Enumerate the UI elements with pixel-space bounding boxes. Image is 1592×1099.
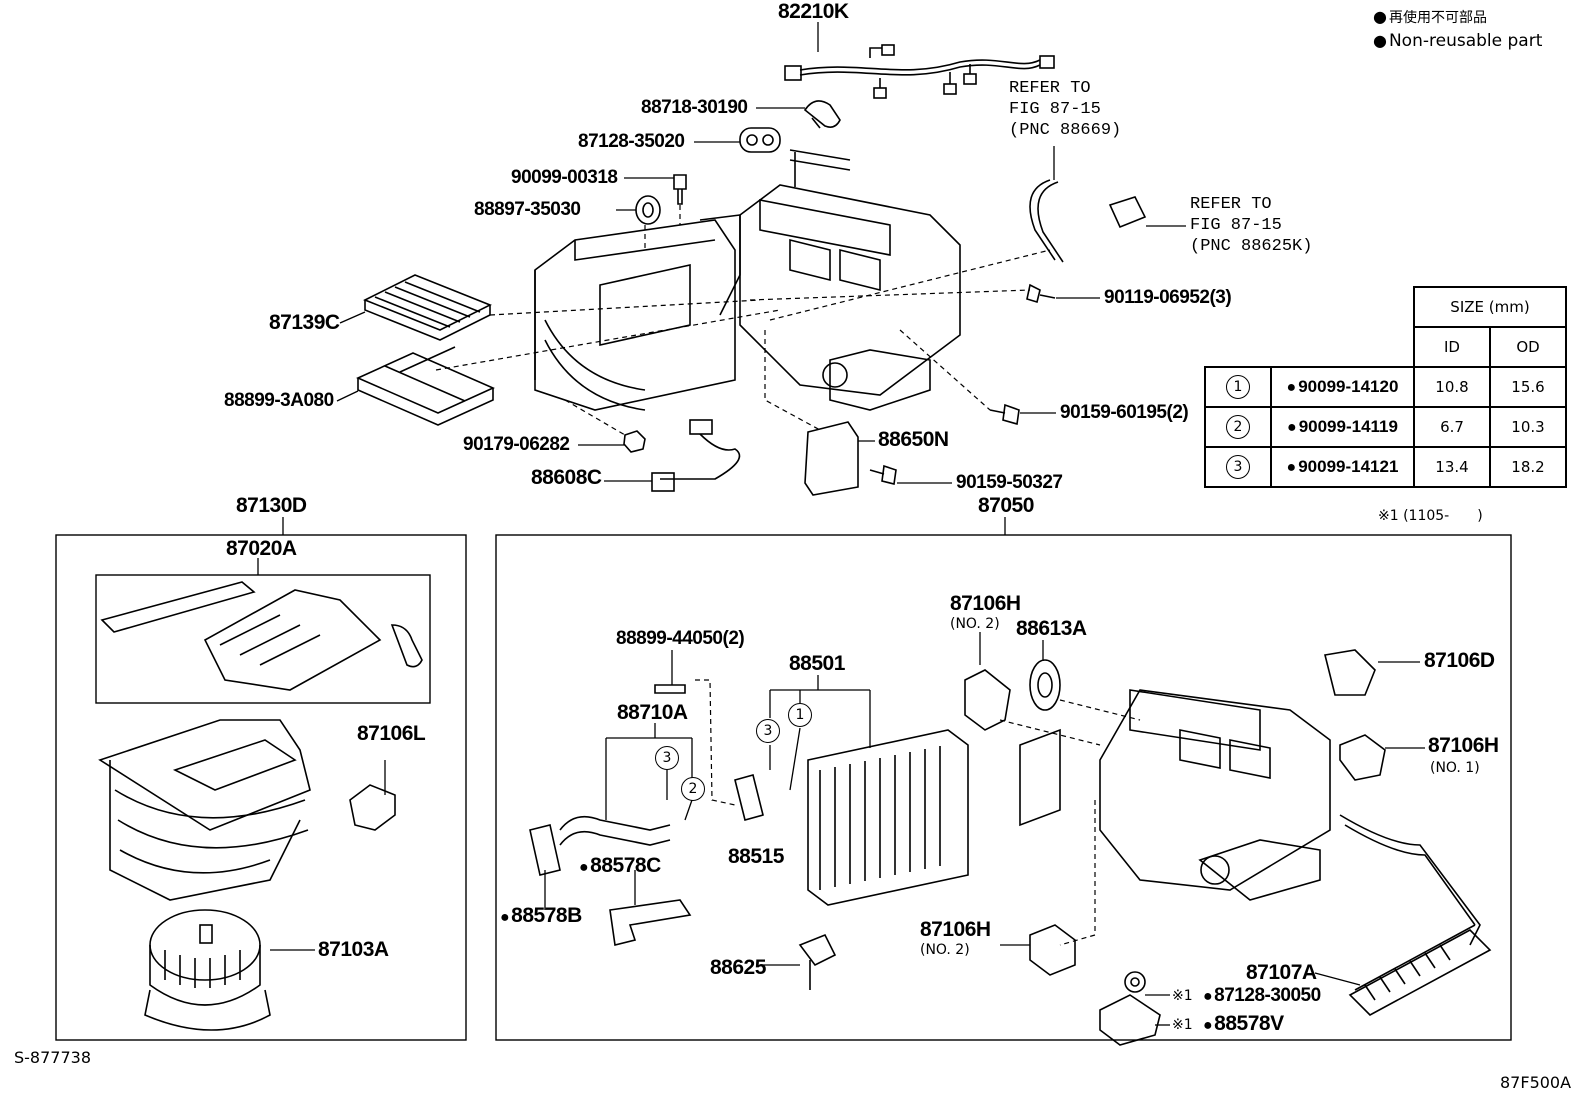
leader-lines-left	[270, 760, 386, 951]
label-90159-60195: 90159-60195(2)	[1060, 402, 1189, 423]
label-90179-06282: 90179-06282	[463, 434, 570, 455]
label-87103A: 87103A	[318, 938, 389, 961]
row-number: 3	[1226, 455, 1250, 479]
hvac-unit-drawing	[534, 149, 961, 411]
right-box-parts-drawing	[529, 649, 1492, 1046]
size-note: ※1 (1105- )	[1378, 508, 1483, 524]
screw3-drawing	[869, 464, 897, 485]
row-id: 6.7	[1413, 406, 1491, 448]
label-82210K: 82210K	[778, 0, 849, 23]
filter-drawing	[363, 274, 492, 341]
screw-drawing	[673, 174, 687, 205]
label-87106H-b: 87106H	[1428, 734, 1499, 757]
label-88710A: 88710A	[617, 701, 688, 724]
label-88578C: 88578C	[579, 855, 661, 878]
size-row: 3 90099-14121 13.4 18.2	[1204, 446, 1567, 488]
label-87128-35020: 87128-35020	[578, 131, 685, 152]
label-87106D: 87106D	[1424, 649, 1495, 672]
dashed-guides-top	[435, 205, 1051, 436]
grommet-drawing	[739, 127, 781, 153]
size-col-id: ID	[1413, 326, 1491, 368]
label-87106H-c-sub: (NO. 2)	[920, 942, 970, 958]
label-88625: 88625	[710, 956, 766, 979]
label-90099-00318: 90099-00318	[511, 167, 618, 188]
note-mark-1: ※1	[1172, 988, 1193, 1004]
clip-drawing	[803, 100, 841, 129]
label-87139C: 87139C	[269, 311, 340, 334]
refer-wire-drawing	[1029, 179, 1147, 263]
footer-left: S-877738	[14, 1048, 92, 1067]
sensor-drawing	[651, 419, 741, 492]
label-87106H-a: 87106H	[950, 592, 1021, 615]
bolt-drawing	[1026, 283, 1056, 304]
row-od: 15.6	[1489, 366, 1567, 408]
row-part: 90099-14119	[1298, 417, 1398, 436]
row-part: 90099-14120	[1298, 377, 1399, 396]
refer-note-88625K: REFER TO FIG 87-15 (PNC 88625K)	[1190, 195, 1313, 256]
label-87106H-c: 87106H	[920, 918, 991, 941]
circle-number: 1	[788, 703, 812, 727]
size-table: SIZE (mm) ID OD 1 90099-14120 10.8 15.6 …	[1204, 286, 1567, 488]
right-box-frame	[495, 534, 1512, 1041]
note-mark-2: ※1	[1172, 1017, 1193, 1033]
label-87050: 87050	[978, 494, 1034, 517]
refer-note-88669: REFER TO FIG 87-15 (PNC 88669)	[1009, 79, 1122, 140]
wire-harness-drawing	[784, 44, 1055, 99]
label-87020A: 87020A	[226, 537, 297, 560]
label-88608C: 88608C	[531, 466, 602, 489]
label-88578B: 88578B	[500, 905, 582, 928]
row-number: 1	[1226, 375, 1250, 399]
label-87130D: 87130D	[236, 494, 307, 517]
size-row: 1 90099-14120 10.8 15.6	[1204, 366, 1567, 408]
washer-drawing	[635, 195, 661, 225]
circle-number: 3	[655, 746, 679, 770]
row-od: 18.2	[1489, 446, 1567, 488]
nut-drawing	[623, 430, 646, 453]
label-88899-3A080: 88899-3A080	[224, 390, 334, 411]
legend-jp: 再使用不可部品	[1373, 7, 1487, 27]
dashed-guides-right	[695, 679, 1141, 946]
footer-right: 87F500A	[1500, 1073, 1572, 1092]
label-88501: 88501	[789, 652, 845, 675]
label-87106H-a-sub: (NO. 2)	[950, 616, 1000, 632]
row-number: 2	[1226, 415, 1250, 439]
leader-lines-top	[336, 22, 1186, 484]
circle-number: 3	[756, 719, 780, 743]
legend-en: Non-reusable part	[1373, 31, 1542, 51]
row-id: 13.4	[1413, 446, 1491, 488]
label-87106H-b-sub: (NO. 1)	[1430, 760, 1480, 776]
size-header: SIZE (mm)	[1413, 286, 1567, 328]
screw2-drawing	[989, 403, 1020, 426]
left-inner-frame	[95, 574, 431, 704]
label-88899-44050: 88899-44050(2)	[616, 628, 745, 649]
label-87128-30050: 87128-30050	[1203, 986, 1321, 1007]
label-88650N: 88650N	[878, 428, 949, 451]
left-box-parts-drawing	[98, 581, 423, 1031]
label-88578V: 88578V	[1203, 1013, 1284, 1036]
size-col-od: OD	[1489, 326, 1567, 368]
label-90119-06952: 90119-06952(3)	[1104, 287, 1232, 308]
circle-number: 2	[681, 777, 705, 801]
left-box-frame	[55, 534, 467, 1041]
size-row: 2 90099-14119 6.7 10.3	[1204, 406, 1567, 448]
row-id: 10.8	[1413, 366, 1491, 408]
leader-lines-right	[544, 632, 1425, 1026]
amplifier-drawing	[804, 421, 859, 496]
label-90159-50327: 90159-50327	[956, 472, 1063, 493]
label-88515: 88515	[728, 845, 784, 868]
label-88613A: 88613A	[1016, 617, 1087, 640]
row-part: 90099-14121	[1298, 457, 1399, 476]
filter-case-drawing	[356, 346, 495, 426]
label-88718-30190: 88718-30190	[641, 97, 748, 118]
label-87106L: 87106L	[357, 722, 426, 745]
label-87107A: 87107A	[1246, 961, 1317, 984]
label-88897-35030: 88897-35030	[474, 199, 581, 220]
row-od: 10.3	[1489, 406, 1567, 448]
